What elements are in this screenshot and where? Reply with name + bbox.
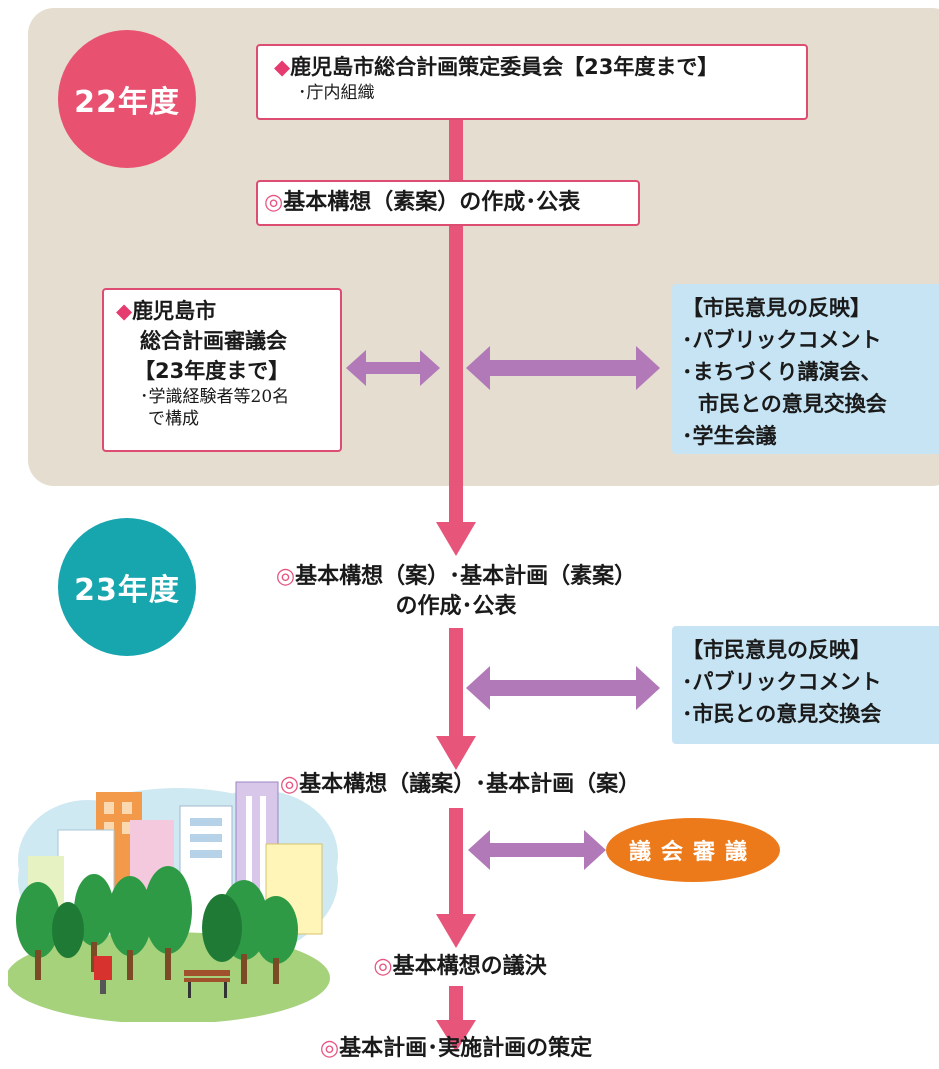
opinion1-item: ･まちづくり講演会、 (682, 360, 882, 384)
opinion2-box: 【市民意見の反映】 ･パブリックコメント ･市民との意見交換会 (672, 626, 939, 744)
opinion1-item: 市民との意見交換会 (698, 392, 887, 416)
step5-text: 基本計画･実施計画の策定 (339, 1036, 593, 1061)
step1-row: ◎基本構想（素案）の作成･公表 (264, 188, 638, 218)
opinion2-title: 【市民意見の反映】 (682, 638, 871, 662)
diamond-icon: ◆ (274, 55, 291, 79)
council-sub1: ･学識経験者等20名 (140, 387, 290, 407)
council-line1: 鹿児島市 (132, 299, 217, 323)
step4-text: 基本構想の議決 (392, 954, 547, 979)
council-sub2: で構成 (148, 409, 199, 429)
step1-box: ◎基本構想（素案）の作成･公表 (256, 180, 640, 226)
step5: ◎基本計画･実施計画の策定 (256, 1034, 656, 1064)
main-line-5 (449, 986, 463, 1022)
council-line3: 【23年度まで】 (134, 359, 290, 383)
double-circle-icon: ◎ (264, 190, 284, 215)
opinion1-item: ･学生会議 (682, 424, 777, 448)
opinion1-box: 【市民意見の反映】 ･パブリックコメント ･まちづくり講演会、 市民との意見交換… (672, 284, 939, 454)
committee-sub: ･庁内組織 (298, 83, 375, 103)
double-circle-icon: ◎ (373, 954, 393, 979)
main-line-1 (449, 118, 463, 180)
main-arrowhead-2 (436, 736, 476, 770)
step2-line2: の作成･公表 (395, 594, 517, 619)
diamond-icon: ◆ (116, 299, 133, 323)
main-line-3 (449, 628, 463, 738)
step2-line1-row: ◎基本構想（案）･基本計画（素案） (266, 562, 646, 592)
opinion1-item: ･パブリックコメント (682, 328, 882, 352)
main-arrowhead-1 (436, 522, 476, 556)
committee-box: ◆鹿児島市総合計画策定委員会【23年度まで】 ･庁内組織 (256, 44, 808, 120)
double-arrow-gikai (468, 830, 606, 870)
council-box: ◆鹿児島市 総合計画審議会 【23年度まで】 ･学識経験者等20名 で構成 (102, 288, 342, 452)
committee-title: 鹿児島市総合計画策定委員会【23年度まで】 (290, 55, 719, 79)
step3-row: ◎基本構想（議案）･基本計画（案） (250, 770, 670, 800)
double-arrow-council (346, 350, 440, 386)
year-badge-23: 23年度 (58, 518, 196, 656)
step2-line1: 基本構想（案）･基本計画（素案） (295, 564, 637, 589)
main-arrowhead-4 (436, 1020, 476, 1052)
main-arrowhead-3 (436, 914, 476, 948)
committee-title-row: ◆鹿児島市総合計画策定委員会【23年度まで】 (274, 52, 806, 82)
opinion2-item: ･市民との意見交換会 (682, 702, 882, 726)
gikai-oval: 議会審議 (606, 818, 780, 882)
year-badge-22: 22年度 (58, 30, 196, 168)
double-arrow-opinion1 (466, 346, 660, 390)
step1-text: 基本構想（素案）の作成･公表 (283, 190, 581, 215)
step4-row: ◎基本構想の議決 (300, 952, 620, 982)
step5-row: ◎基本計画･実施計画の策定 (256, 1034, 656, 1064)
step3: ◎基本構想（議案）･基本計画（案） (250, 770, 670, 800)
council-line1-row: ◆鹿児島市 (116, 296, 340, 326)
opinion2-item: ･パブリックコメント (682, 670, 882, 694)
park-city-illustration (8, 781, 338, 1022)
double-circle-icon: ◎ (319, 1036, 340, 1061)
step3-text: 基本構想（議案）･基本計画（案） (299, 772, 641, 797)
double-circle-icon: ◎ (275, 564, 296, 589)
step2: ◎基本構想（案）･基本計画（素案） の作成･公表 (266, 562, 646, 622)
opinion1-title: 【市民意見の反映】 (682, 296, 871, 320)
main-line-2 (449, 224, 463, 524)
step4: ◎基本構想の議決 (300, 952, 620, 982)
double-circle-icon: ◎ (279, 772, 300, 797)
main-line-4 (449, 808, 463, 918)
double-arrow-opinion2 (466, 666, 660, 710)
council-line2: 総合計画審議会 (140, 329, 287, 353)
